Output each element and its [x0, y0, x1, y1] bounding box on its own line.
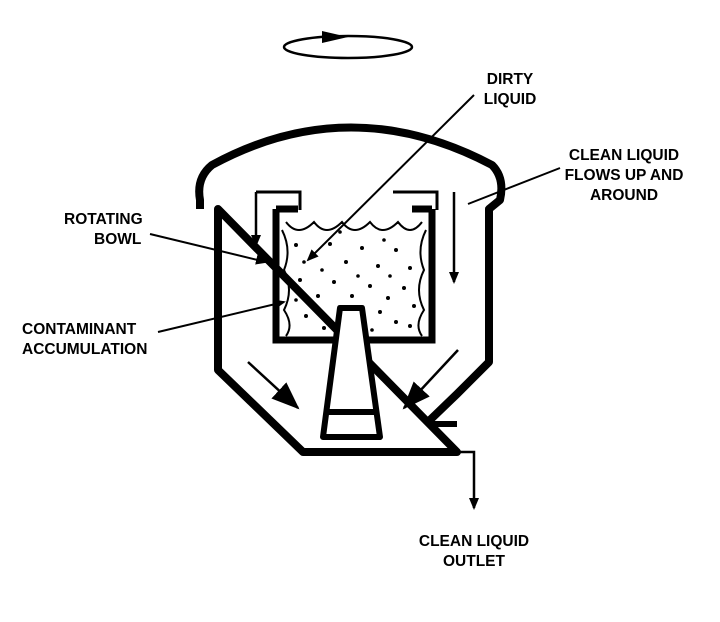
label-dirty-liquid-line2: LIQUID: [483, 91, 537, 108]
bowl-top-tubes: [256, 190, 439, 210]
label-rotating-bowl: ROTATING BOWL: [64, 210, 143, 250]
leader-lines: [149, 94, 561, 333]
label-contaminant-accumulation: CONTAMINANT ACCUMULATION: [22, 320, 147, 360]
label-dirty-liquid-line1: DIRTY: [486, 71, 534, 88]
label-contaminant-line2: ACCUMULATION: [22, 341, 148, 358]
label-outlet-line2: OUTLET: [443, 553, 505, 570]
label-outlet-line1: CLEAN LIQUID: [418, 533, 530, 550]
flow-arrows: [247, 192, 459, 410]
label-clean-liquid-flows-line3: AROUND: [589, 187, 659, 204]
outlet-pipe: [430, 421, 479, 510]
housing: [195, 123, 506, 456]
label-rotating-bowl-line2: BOWL: [94, 231, 142, 248]
label-clean-liquid-flows-line1: CLEAN LIQUID: [568, 147, 680, 164]
center-cone: [320, 305, 383, 440]
label-clean-liquid-flows-line2: FLOWS UP AND: [564, 167, 684, 184]
label-dirty-liquid: DIRTY LIQUID: [470, 70, 550, 110]
label-clean-liquid-outlet: CLEAN LIQUID OUTLET: [404, 532, 544, 572]
label-contaminant-line1: CONTAMINANT: [22, 321, 137, 338]
contaminant-layer: [281, 229, 427, 337]
label-clean-liquid-flows: CLEAN LIQUID FLOWS UP AND AROUND: [554, 146, 694, 206]
label-rotating-bowl-line1: ROTATING: [64, 211, 143, 228]
rotation-arrow-icon: [282, 31, 414, 60]
